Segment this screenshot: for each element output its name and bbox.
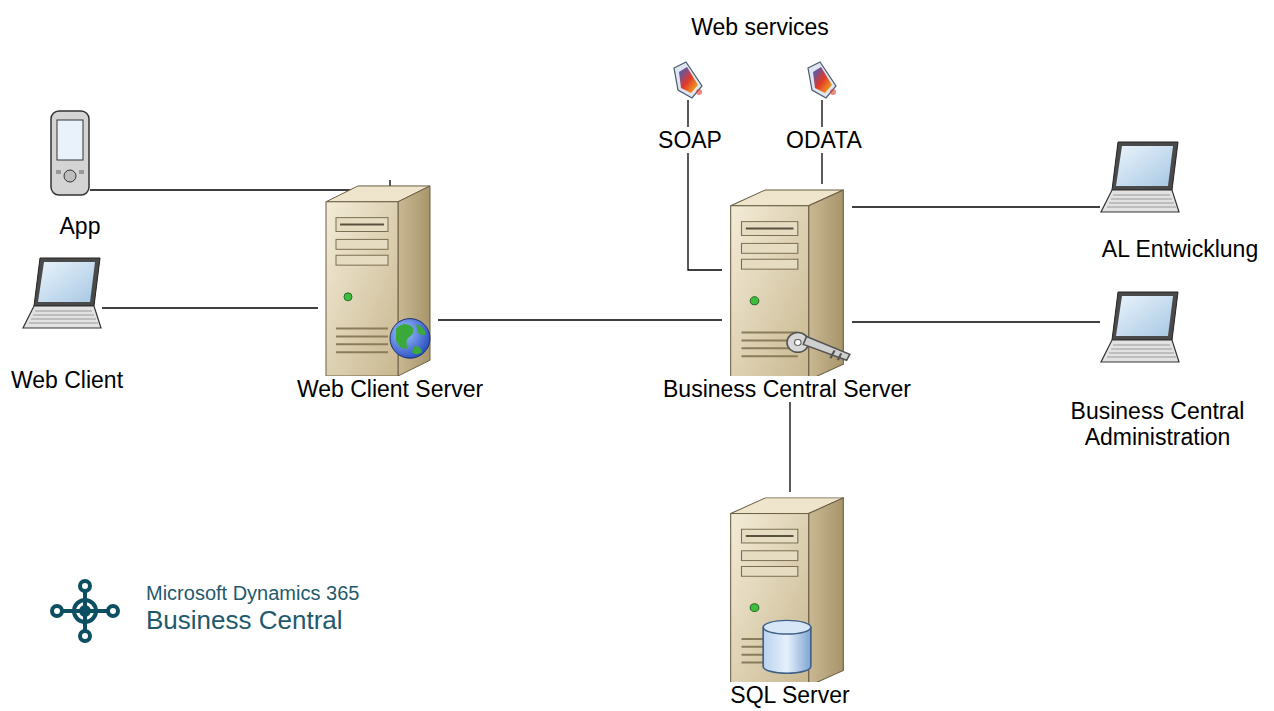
phone-icon <box>50 110 90 196</box>
device-node: Business Central Server <box>722 184 852 382</box>
laptop-icon <box>22 256 102 332</box>
node-label: App <box>57 213 104 239</box>
device-node: App <box>50 110 90 196</box>
device-node: SOAP <box>670 60 706 100</box>
logo-text: Business Central <box>146 606 343 636</box>
node-label: Business Central Server <box>660 376 914 402</box>
node-label: SQL Server <box>727 682 852 708</box>
device-node: AL Entwicklung <box>1100 140 1180 216</box>
device-node: Web Client <box>22 256 102 332</box>
server-tower <box>722 492 852 688</box>
server-tower <box>318 180 438 378</box>
server-tower <box>722 184 852 382</box>
logo-mark <box>52 581 118 641</box>
network-link <box>438 319 722 320</box>
group-label: Web services <box>691 14 829 40</box>
device-node: ODATA <box>804 60 840 100</box>
node-label: Web Client <box>8 367 126 393</box>
node-label: Business Central Administration <box>1047 398 1268 451</box>
network-link <box>90 180 390 190</box>
network-link <box>688 100 722 270</box>
laptop-icon <box>1100 140 1180 216</box>
device-node: Web Client Server <box>318 180 438 378</box>
network-link <box>102 307 318 308</box>
device-node: Business Central Administration <box>1100 290 1180 366</box>
device-node: SQL Server <box>722 492 852 688</box>
web-service-icon <box>804 60 840 100</box>
web-service-icon <box>670 60 706 100</box>
node-label: ODATA <box>783 127 865 153</box>
logo-text: Microsoft Dynamics 365 <box>146 582 359 605</box>
node-label: Web Client Server <box>294 376 486 402</box>
network-link <box>852 321 1100 322</box>
node-label: AL Entwicklung <box>1099 236 1261 262</box>
network-link <box>852 206 1100 207</box>
node-label: SOAP <box>655 127 725 153</box>
laptop-icon <box>1100 290 1180 366</box>
